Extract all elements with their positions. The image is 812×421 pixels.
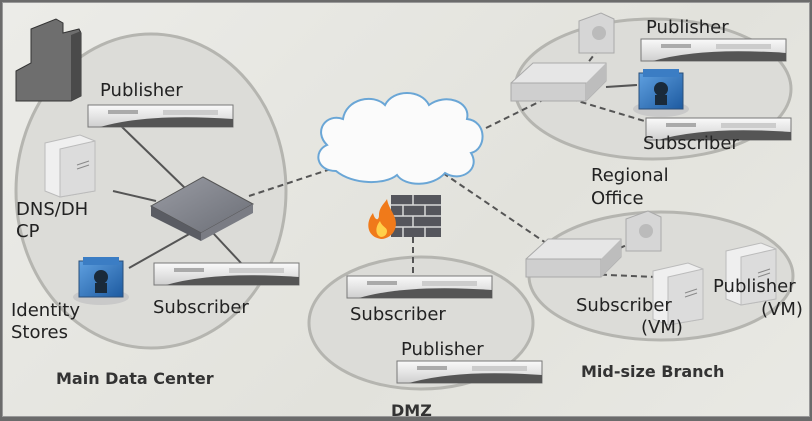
switch-icon [149, 176, 255, 241]
identity-label-line1: Identity [11, 300, 80, 321]
regional-phone-icon [578, 12, 615, 54]
branch-subscriber-label-line2: (VM) [641, 317, 683, 338]
flame-icon [368, 199, 396, 239]
regional-title-line2: Office [591, 188, 644, 209]
identity-store-icon [72, 256, 130, 306]
dmz-title: DMZ [391, 401, 432, 420]
dmz-publisher-server-icon [396, 360, 543, 384]
diagram-graphics [14, 12, 795, 391]
main-publisher-label: Publisher [100, 80, 183, 101]
regional-identity-store-icon [632, 68, 690, 118]
main-subscriber-label: Subscriber [153, 297, 249, 318]
main-dc-title: Main Data Center [56, 369, 214, 388]
branch-publisher-label-line1: Publisher [713, 276, 796, 297]
branch-title: Mid-size Branch [581, 362, 725, 381]
identity-label-line2: Stores [11, 322, 68, 343]
branch-subscriber-label-line1: Subscriber [576, 295, 672, 316]
main-subscriber-server-icon [153, 262, 300, 286]
dmz-subscriber-server-icon [346, 275, 493, 299]
branch-router-icon [525, 238, 622, 278]
dns-server-icon [44, 134, 96, 198]
regional-publisher-server-icon [640, 38, 787, 62]
branch-phone-icon [625, 210, 662, 252]
regional-title-line1: Regional [591, 165, 669, 186]
firewall-icon [391, 195, 441, 237]
internet-cloud-icon [317, 92, 484, 185]
branch-publisher-label-line2: (VM) [761, 299, 803, 320]
regional-subscriber-label: Subscriber [643, 133, 739, 154]
dmz-publisher-label: Publisher [401, 339, 484, 360]
dns-label-line2: CP [16, 221, 40, 242]
building-icon [15, 18, 82, 102]
dns-label-line1: DNS/DH [16, 199, 89, 220]
main-publisher-server-icon [87, 104, 234, 128]
regional-publisher-label: Publisher [646, 17, 729, 38]
dmz-subscriber-label: Subscriber [350, 304, 446, 325]
